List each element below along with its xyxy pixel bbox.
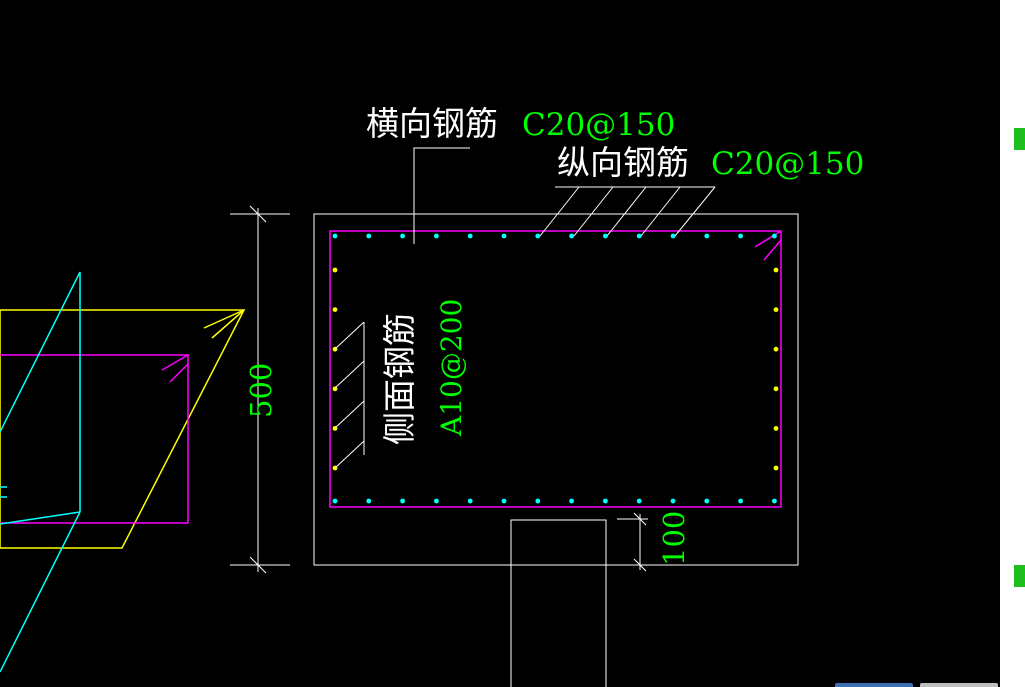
top-rebar-dot <box>704 233 710 239</box>
adjacent-yellow-outline <box>0 309 246 549</box>
top-rebar-dot <box>603 233 608 239</box>
adjacent-cyan-line-4 <box>0 511 81 525</box>
longitudinal-leader-4 <box>640 186 681 237</box>
adjacent-magenta-frame <box>0 354 189 524</box>
bottom-longitudinal-bars <box>332 498 777 504</box>
bottom-rebar-dot <box>670 498 676 504</box>
right-side-rebar-dot <box>773 307 779 312</box>
side-rebar-spec: A10@200 <box>435 299 468 437</box>
adjacent-magenta-hook-1 <box>161 354 189 371</box>
stirrup-hook-2 <box>763 239 782 261</box>
bottom-rebar-dot <box>738 498 743 504</box>
top-rebar-dot <box>467 233 473 239</box>
left-side-bars <box>332 267 338 471</box>
top-rebar-dot <box>670 233 676 239</box>
panel-tab-bottom[interactable] <box>1014 565 1025 587</box>
left-side-rebar-dot <box>332 307 338 312</box>
top-rebar-dot <box>636 233 642 239</box>
side-leaders <box>334 321 365 469</box>
adjacent-cyan-line-3 <box>0 511 81 673</box>
bottom-rebar-dot <box>467 498 473 504</box>
top-rebar-dot <box>400 233 405 239</box>
side-leader-3 <box>334 400 365 429</box>
right-side-rebar-dot <box>773 267 779 273</box>
bottom-rebar-dot <box>603 498 608 504</box>
stirrup-frame <box>329 230 782 508</box>
bottom-rebar-dot <box>535 498 541 504</box>
right-side-rebar-dot <box>773 386 779 392</box>
left-side-rebar-dot <box>332 267 338 273</box>
longitudinal-rebar-spec: C20@150 <box>711 146 864 182</box>
top-rebar-dot <box>332 233 338 239</box>
height-dimension-text: 500 <box>244 363 278 418</box>
dim-tick-top <box>249 205 267 223</box>
cover-tick-bottom <box>633 558 647 572</box>
longitudinal-leader-3 <box>606 186 647 237</box>
bottom-rebar-dot <box>434 498 439 504</box>
adjacent-yellow-hook-1 <box>203 309 245 329</box>
cover-tick-top <box>633 512 647 526</box>
top-rebar-dot <box>535 233 541 239</box>
transverse-rebar-label: 横向钢筋 <box>366 104 498 143</box>
longitudinal-leader-1 <box>539 186 580 237</box>
longitudinal-rebar-label: 纵向钢筋 <box>557 143 689 182</box>
longitudinal-leader-5 <box>674 186 716 237</box>
adjacent-detail <box>0 271 246 673</box>
top-longitudinal-bars <box>332 233 777 239</box>
right-side-rebar-dot <box>773 346 779 352</box>
bottom-rebar-dot <box>366 498 372 504</box>
bottom-rebar-dot <box>569 498 574 504</box>
top-rebar-dot <box>569 233 574 239</box>
side-leader-1 <box>334 321 365 350</box>
side-leader-2 <box>334 360 365 389</box>
top-rebar-dot <box>772 233 777 239</box>
adjacent-yellow-hook-2 <box>211 309 245 339</box>
bottom-rebar-dot <box>501 498 507 504</box>
height-dimension <box>230 205 290 574</box>
adjacent-cyan-line-1 <box>0 271 81 433</box>
section-outline <box>313 213 799 566</box>
bottom-rebar-dot <box>400 498 405 504</box>
status-tab-active[interactable] <box>835 683 913 687</box>
beam-section-drawing[interactable]: 横向钢筋 C20@150 纵向钢筋 C20@150 侧面钢筋 A10@200 5… <box>0 0 1000 687</box>
bottom-rebar-dot <box>772 498 777 504</box>
bottom-rebar-dot <box>332 498 338 504</box>
right-side-bars <box>773 267 779 471</box>
adjacent-magenta-hook-2 <box>169 363 189 383</box>
top-rebar-dot <box>434 233 439 239</box>
column-outline <box>510 519 607 687</box>
side-leader-4 <box>334 440 365 469</box>
cover-dimension-text: 100 <box>657 511 691 566</box>
bottom-rebar-dot <box>704 498 710 504</box>
longitudinal-leader-2 <box>573 186 614 237</box>
top-rebar-dot <box>738 233 743 239</box>
side-rebar-label: 侧面钢筋 <box>380 313 419 445</box>
panel-tab-top[interactable] <box>1014 128 1025 150</box>
top-rebar-dot <box>366 233 372 239</box>
top-rebar-dot <box>501 233 507 239</box>
dim-tick-bottom <box>249 556 267 574</box>
cover-dimension <box>617 512 648 572</box>
right-side-rebar-dot <box>773 426 779 431</box>
right-side-rebar-dot <box>773 465 779 471</box>
stirrup-hook-1 <box>754 230 782 248</box>
longitudinal-leaders <box>539 186 716 237</box>
transverse-rebar-spec: C20@150 <box>522 107 675 143</box>
transverse-leader <box>413 147 470 244</box>
left-side-rebar-dot <box>332 386 338 392</box>
status-tab-inactive[interactable] <box>920 683 998 687</box>
bottom-rebar-dot <box>636 498 642 504</box>
